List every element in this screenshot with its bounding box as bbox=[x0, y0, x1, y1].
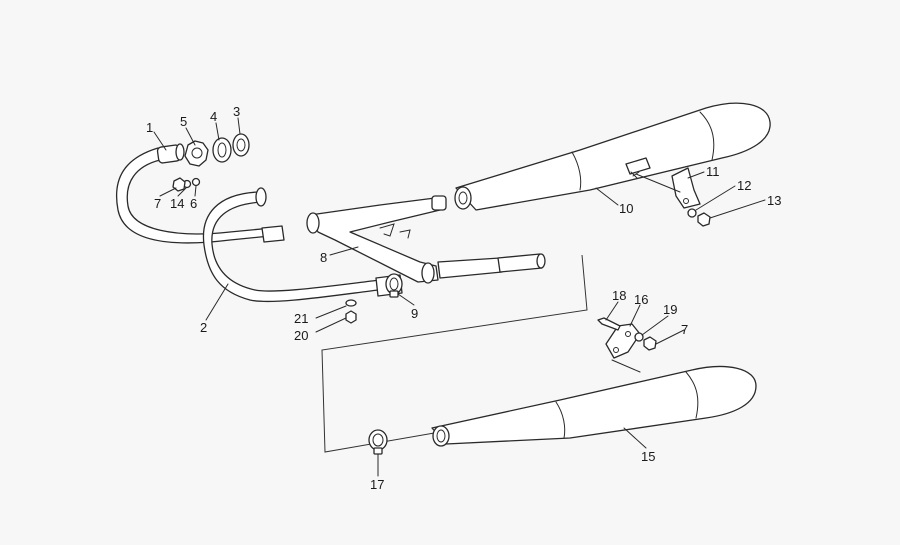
callout-3: 3 bbox=[233, 104, 240, 119]
washer-12 bbox=[687, 208, 697, 218]
callout-6: 6 bbox=[190, 196, 197, 211]
callout-4: 4 bbox=[210, 109, 217, 124]
callout-7-lower: 7 bbox=[681, 322, 688, 337]
callout-21: 21 bbox=[294, 311, 308, 326]
callout-14: 14 bbox=[170, 196, 184, 211]
callout-15: 15 bbox=[641, 449, 655, 464]
callout-9: 9 bbox=[411, 306, 418, 321]
callout-17: 17 bbox=[370, 477, 384, 492]
assembly-guide-line bbox=[321, 254, 588, 453]
ring-4 bbox=[212, 137, 232, 163]
bracket-11 bbox=[630, 167, 701, 209]
callout-11: 11 bbox=[706, 164, 720, 179]
callout-labels: 1 5 4 3 7 14 6 2 8 9 10 11 12 13 21 20 1… bbox=[146, 104, 781, 492]
washer-6 bbox=[191, 177, 201, 187]
callout-1: 1 bbox=[146, 120, 153, 135]
callout-7-upper: 7 bbox=[154, 196, 161, 211]
callout-19: 19 bbox=[663, 302, 677, 317]
clamp-17 bbox=[368, 429, 388, 455]
washer-19 bbox=[634, 332, 644, 342]
crossover-pipe bbox=[306, 195, 546, 284]
fastener-20-21 bbox=[345, 299, 357, 324]
header-pipe-right bbox=[116, 143, 285, 244]
callout-13: 13 bbox=[767, 193, 781, 208]
callout-16: 16 bbox=[634, 292, 648, 307]
clamp-9 bbox=[385, 273, 403, 298]
callout-10: 10 bbox=[619, 201, 633, 216]
nut-7-lower bbox=[643, 336, 657, 351]
bolt-18 bbox=[597, 317, 621, 331]
nut-13 bbox=[697, 212, 711, 227]
gasket-3 bbox=[232, 133, 250, 157]
exhaust-flange-group bbox=[172, 133, 250, 192]
bracket-16 bbox=[605, 323, 641, 373]
callout-12: 12 bbox=[737, 178, 751, 193]
callout-5: 5 bbox=[180, 114, 187, 129]
ring-nut-5 bbox=[184, 140, 209, 167]
silencer-upper bbox=[454, 102, 771, 211]
silencer-lower bbox=[431, 365, 757, 447]
leader-lines bbox=[153, 117, 766, 477]
callout-18: 18 bbox=[612, 288, 626, 303]
callout-8: 8 bbox=[320, 250, 327, 265]
callout-2: 2 bbox=[200, 320, 207, 335]
callout-20: 20 bbox=[294, 328, 308, 343]
